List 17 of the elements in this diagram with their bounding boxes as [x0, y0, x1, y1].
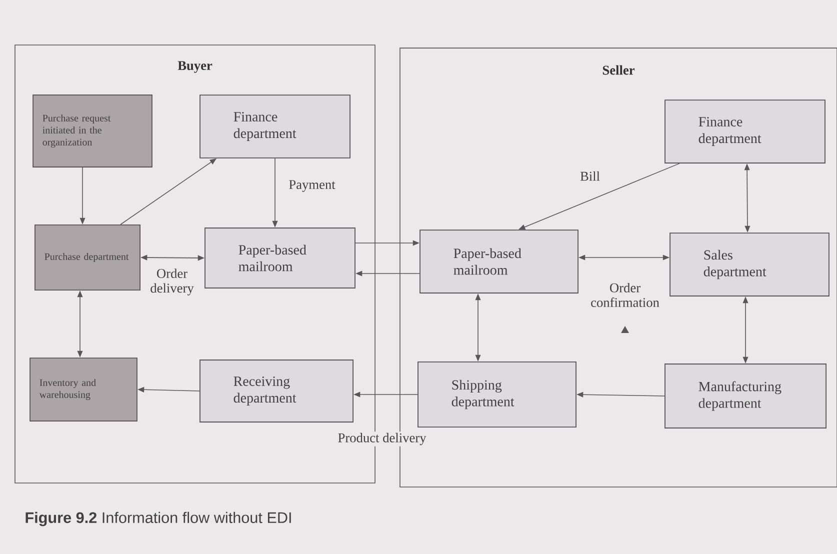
process-box: Finance department: [664, 100, 826, 164]
process-box: Paper-based mailroom: [420, 230, 578, 294]
caption: Figure 9.2 Information flow without EDI: [26, 512, 291, 526]
edge-label: Payment: [287, 178, 337, 194]
process-box: Purchase department: [34, 224, 140, 290]
process-box: Paper-based mailroom: [204, 228, 356, 288]
edge-label: Bill: [578, 170, 602, 182]
process-box: Purchase request initiated in the organization: [32, 94, 152, 168]
process-box: Inventory and warehousing: [30, 358, 138, 422]
process-box: Manufacturing department: [664, 364, 827, 428]
process-box: Shipping department: [418, 362, 576, 428]
edge-label: Product delivery: [336, 432, 428, 446]
process-box: Finance department: [200, 94, 350, 158]
edge-label: Order confirmation: [584, 282, 666, 308]
process-box: Receiving department: [200, 360, 354, 422]
process-box: Sales department: [670, 232, 830, 296]
edge-label: Order delivery: [144, 267, 200, 297]
